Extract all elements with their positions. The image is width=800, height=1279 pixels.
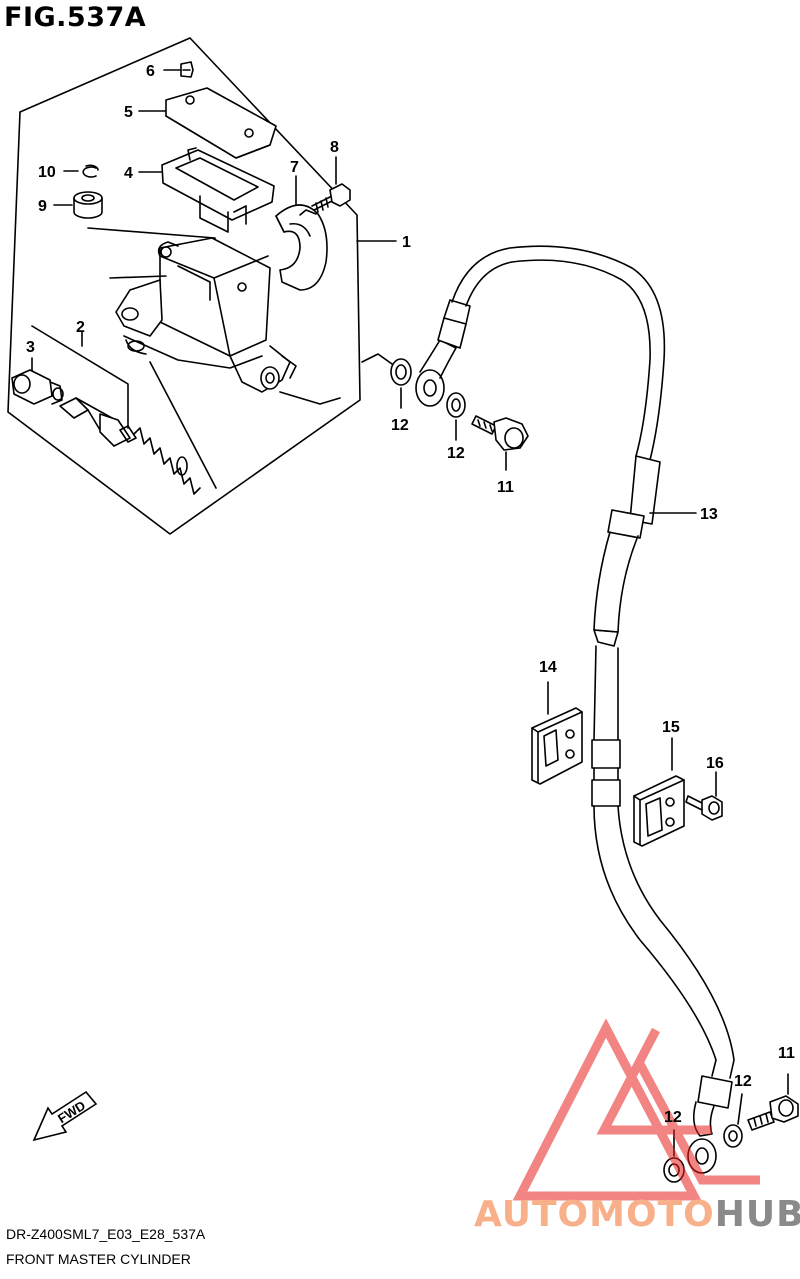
leader-dash xyxy=(361,353,393,365)
fwd-arrow: FWD xyxy=(32,1090,98,1142)
callout-4: 4 xyxy=(124,165,133,182)
callout-1: 1 xyxy=(402,234,411,251)
callout-9: 9 xyxy=(38,198,47,215)
callout-3: 3 xyxy=(26,339,35,356)
callout-14: 14 xyxy=(539,659,557,676)
part-7-holder xyxy=(275,175,328,291)
figure-title: FIG.537A xyxy=(4,2,147,33)
callout-labels: 1 2 3 4 5 6 7 8 9 10 11 11 12 12 12 12 1… xyxy=(26,63,795,1126)
part-6-screw xyxy=(163,61,194,78)
part-16-bolt xyxy=(685,771,723,821)
assembly-outline xyxy=(7,37,361,535)
part-12d-washer xyxy=(723,1124,743,1148)
part-1-master-cylinder xyxy=(87,227,341,489)
part-8-bolt xyxy=(311,156,351,213)
callout-10: 10 xyxy=(38,164,56,181)
callout-12b: 12 xyxy=(447,445,465,462)
upper-banjo-fitting xyxy=(415,299,471,407)
callout-8: 8 xyxy=(330,139,339,156)
part-2-piston-assembly xyxy=(31,325,201,495)
callout-15: 15 xyxy=(662,719,680,736)
callout-12c: 12 xyxy=(664,1109,682,1126)
part-12b-washer xyxy=(446,392,466,418)
watermark-text-part1: AUTOMOTO xyxy=(474,1194,715,1235)
part-14-clamp xyxy=(531,681,583,785)
part-9-boot xyxy=(53,191,103,219)
part-11b-banjo-bolt xyxy=(747,1073,799,1131)
part-10-circlip xyxy=(63,164,99,178)
part-5-reservoir-cap xyxy=(138,87,277,159)
callout-11a: 11 xyxy=(497,479,514,496)
part-4-diaphragm-plate xyxy=(138,147,275,233)
watermark-text-part2: HUB xyxy=(714,1194,800,1235)
callout-2: 2 xyxy=(76,319,85,336)
callout-13: 13 xyxy=(700,506,718,523)
part-3-retainer xyxy=(11,357,64,405)
callout-16: 16 xyxy=(706,755,724,772)
callout-12a: 12 xyxy=(391,417,409,434)
part-11a-banjo-bolt xyxy=(471,415,529,471)
figure-name: FRONT MASTER CYLINDER xyxy=(6,1251,191,1267)
callout-11b: 11 xyxy=(778,1045,795,1062)
part-13-brake-hose xyxy=(451,245,735,1137)
callout-5: 5 xyxy=(124,104,133,121)
part-15-clamp xyxy=(633,737,685,847)
watermark-text: AUTOMOTOHUB xyxy=(474,1194,800,1235)
callout-12d: 12 xyxy=(734,1073,752,1090)
watermark-logo xyxy=(512,1018,760,1201)
model-code: DR-Z400SML7_E03_E28_537A xyxy=(6,1226,206,1242)
part-12a-washer xyxy=(390,358,412,386)
callout-7: 7 xyxy=(290,159,299,176)
callout-6: 6 xyxy=(146,63,155,80)
